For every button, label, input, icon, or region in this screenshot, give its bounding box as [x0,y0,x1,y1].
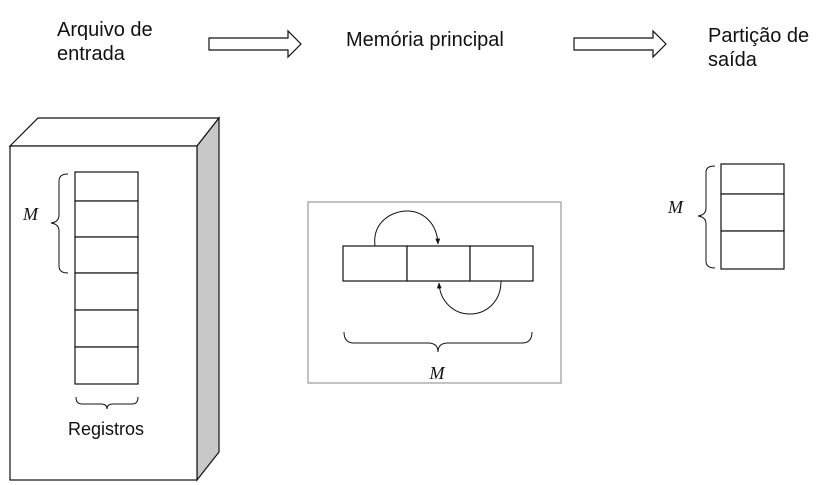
memory-cell [406,245,471,282]
output-m-label: M [667,197,684,217]
memory-title: Memória principal [346,29,504,51]
registers-brace [75,396,139,410]
input-file-title-line2: entrada [57,43,125,65]
memory-m-label: M [429,363,446,383]
memory-frame [307,201,562,384]
input-m-brace [50,173,69,274]
partition-cell [720,230,785,270]
output-partition-title-line1: Partição de [708,25,810,47]
flow-arrow-2 [573,29,667,59]
memory-cell [469,245,534,282]
register-cell [74,272,139,311]
output-m-brace [697,165,716,269]
register-cell [74,236,139,274]
input-file-title-line1: Arquivo de [57,19,153,41]
output-partition-title-line2: saída [708,49,757,71]
register-cell [74,309,139,348]
memory-cell [342,245,408,282]
input-file-title: Arquivo de entrada [57,18,153,66]
register-cell [74,171,139,202]
swap-arrow-bottom [436,280,502,315]
input-m-label: M [22,204,39,224]
input-register-stack [74,171,139,385]
partition-cell [720,163,785,195]
swap-arrow-top [374,210,441,247]
memory-m-brace [343,331,533,353]
registers-label: Registros [68,419,144,439]
output-partition-title: Partição de saída [708,24,809,72]
output-partition-stack [720,163,785,270]
memory-buffer-row [342,245,534,282]
register-cell [74,346,139,385]
register-cell [74,200,139,238]
flow-arrow-1 [208,29,302,59]
partition-cell [720,193,785,232]
